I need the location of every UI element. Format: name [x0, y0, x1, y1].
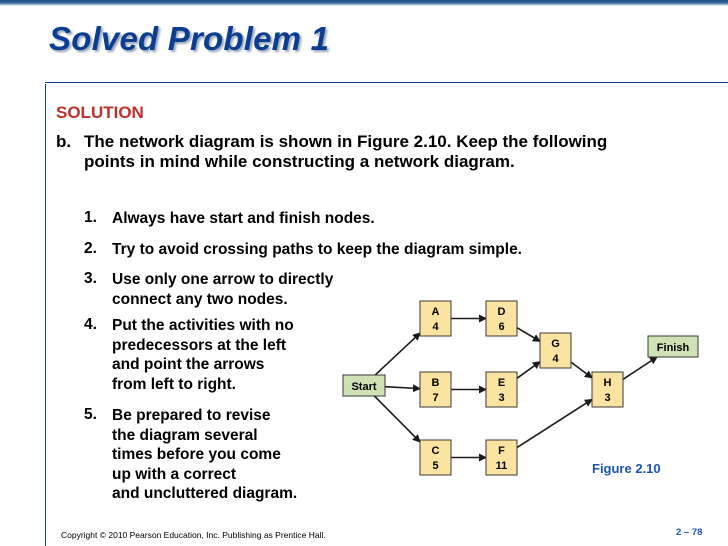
activity-node-c	[419, 439, 452, 476]
title-divider	[45, 82, 728, 83]
list-item-text: up with a correct	[112, 465, 237, 483]
start-node-label: Start	[351, 381, 376, 393]
intro-label: b.	[56, 132, 72, 151]
slide-number: 2 – 78	[676, 527, 703, 538]
list-item-text: Always have start and finish nodes.	[112, 210, 375, 227]
activity-id: G	[551, 338, 560, 350]
activity-id: H	[604, 377, 612, 389]
activity-duration: 3	[498, 392, 504, 404]
activity-duration: 6	[498, 321, 504, 333]
activity-id: A	[432, 306, 440, 318]
list-item-text: times before you come	[112, 446, 281, 463]
activity-duration: 3	[604, 392, 610, 404]
activity-node-e	[485, 371, 518, 408]
activity-node-f	[485, 439, 518, 476]
activity-id: C	[432, 445, 440, 457]
copyright-footer: Copyright © 2010 Pearson Education, Inc.…	[61, 530, 326, 540]
activity-id: E	[498, 377, 505, 389]
activity-id: F	[498, 445, 505, 457]
list-item-number: 4.	[84, 316, 97, 333]
activity-duration: 11	[496, 460, 508, 472]
list-item-text: predecessors at the left	[112, 336, 287, 354]
solution-heading: SOLUTION	[56, 103, 144, 122]
list-item-number: 5.	[84, 406, 97, 423]
edge-start-a	[374, 332, 421, 376]
figure-caption: Figure 2.10	[592, 461, 661, 476]
activity-node-b	[419, 371, 452, 408]
list-item-text: and point the arrows	[112, 356, 265, 373]
finish-node-label: Finish	[657, 342, 690, 354]
finish-node	[647, 335, 699, 358]
edge-e-g	[516, 361, 541, 379]
list-item-number: 3.	[84, 270, 97, 287]
list-item-text: from left to right.	[112, 375, 236, 393]
activity-duration: 5	[432, 460, 438, 472]
list-item-text: and uncluttered diagram.	[112, 485, 298, 502]
list-item-text: Be prepared to revise	[112, 407, 271, 424]
list-item-text: Use only one arrow to directly	[112, 271, 334, 288]
activity-node-h	[591, 371, 624, 408]
activity-node-a	[419, 300, 452, 337]
activity-node-d	[485, 300, 518, 337]
edge-start-b	[384, 384, 421, 393]
intro-paragraph: The network diagram is shown in Figure 2…	[84, 132, 608, 171]
edge-f-h	[516, 398, 593, 449]
activity-id: D	[498, 306, 506, 318]
edge-h-finish	[622, 356, 658, 380]
activity-id: B	[432, 377, 440, 389]
edge-d-g	[516, 326, 541, 343]
edge-g-h	[570, 361, 593, 379]
left-divider	[45, 84, 46, 546]
activity-duration: 4	[552, 353, 559, 365]
list-item-number: 1.	[84, 209, 97, 226]
list-item-text: Put the activities with no	[112, 317, 294, 334]
activity-duration: 4	[432, 321, 439, 333]
list-item-text: the diagram several	[112, 426, 258, 444]
page-title: Solved Problem 1	[49, 20, 330, 57]
activity-duration: 7	[432, 392, 438, 404]
list-item-text: Try to avoid crossing paths to keep the …	[112, 241, 522, 258]
activity-node-g	[539, 332, 572, 369]
title-banner	[0, 0, 728, 86]
list-item-text: connect any two nodes.	[112, 290, 288, 308]
start-node	[342, 374, 386, 397]
list-item-number: 2.	[84, 240, 97, 257]
edge-start-c	[373, 395, 421, 443]
